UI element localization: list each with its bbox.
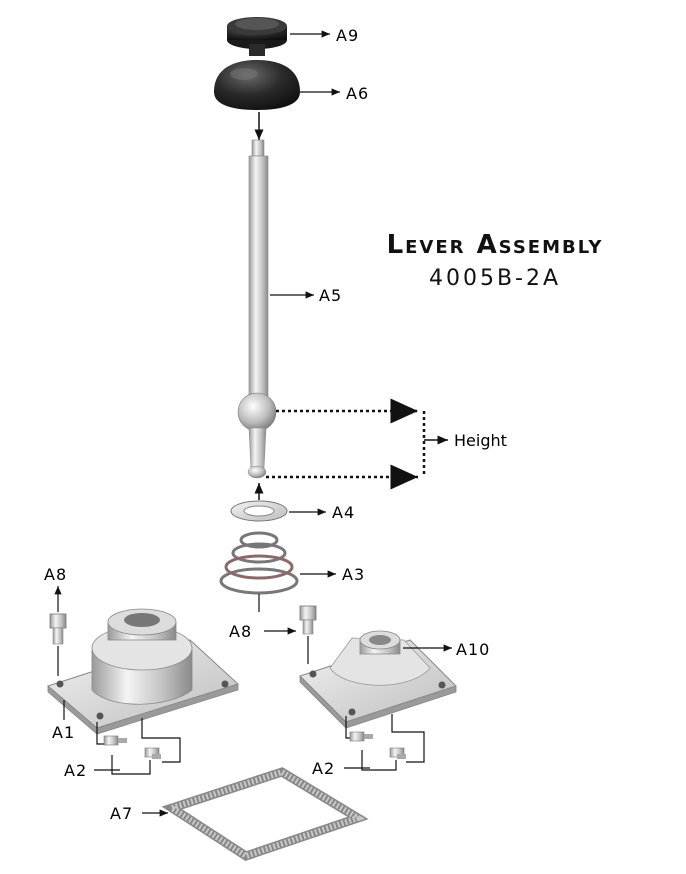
washer-a4 xyxy=(230,500,326,522)
label-a10: A10 xyxy=(456,640,490,659)
label-a2-right: A2 xyxy=(312,759,335,778)
part-number: 4005B-2A xyxy=(428,266,562,291)
bolt-a8-right xyxy=(264,605,317,664)
label-a7: A7 xyxy=(110,804,133,823)
screws-a2-right xyxy=(344,714,425,771)
height-dimension xyxy=(266,398,448,490)
shifter-housing-a10 xyxy=(299,630,457,729)
label-a9: A9 xyxy=(336,26,359,45)
label-a1: A1 xyxy=(52,723,75,742)
shifter-housing-a1 xyxy=(46,608,239,735)
lever-shaft-a5 xyxy=(237,139,277,500)
knob-cap-a9 xyxy=(227,17,287,56)
label-a5: A5 xyxy=(319,286,342,305)
diagram-title: Lever Assembly xyxy=(386,230,604,260)
label-height: Height xyxy=(454,431,507,450)
screws-a2-left xyxy=(94,718,181,775)
label-a6: A6 xyxy=(346,84,369,103)
shift-knob-a6 xyxy=(214,60,300,140)
label-a4: A4 xyxy=(332,503,355,522)
bolt-a8-left xyxy=(49,586,67,676)
label-a3: A3 xyxy=(342,565,365,584)
label-a8-right: A8 xyxy=(229,622,252,641)
label-a8-left: A8 xyxy=(44,565,67,584)
title-block: Lever Assembly 4005B-2A xyxy=(330,230,660,291)
gasket-a7 xyxy=(142,767,369,861)
spring-a3 xyxy=(219,531,336,612)
label-a2-left: A2 xyxy=(64,761,87,780)
